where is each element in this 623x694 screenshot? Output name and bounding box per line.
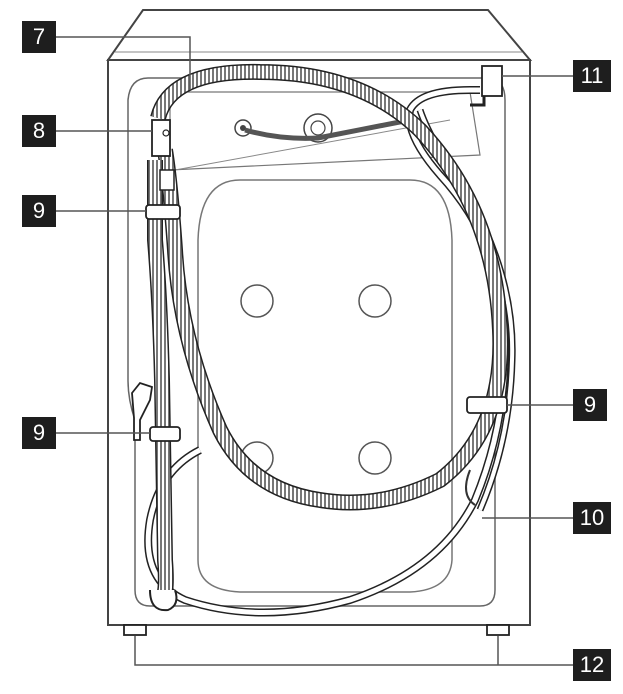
rear-cover-plate [197,179,453,593]
drain-hose [150,63,509,511]
hose-guide-clip [159,169,175,191]
leader-lines [56,36,573,666]
leader-7 [56,36,191,90]
hose-clip-lower-left [149,426,181,442]
inlet-hose-loop [465,469,476,506]
inlet-valve-connector [481,65,503,97]
leader-12 [134,636,573,666]
inlet-valve-elbow [470,96,486,107]
hose-clip-right [466,396,508,414]
bolt-hole-bottom-right [358,441,392,475]
hose-clip-upper-left [145,204,181,220]
upper-fitting-left-inner [240,125,246,131]
callout-11: 11 [573,60,611,92]
callout-7: 7 [22,21,56,53]
callout-8: 8 [22,115,56,147]
upper-fitting-center-inner [310,120,326,136]
callout-10: 10 [573,502,611,534]
bolt-hole-top-left [240,284,274,318]
callout-9: 9 [573,389,607,421]
foot-left [123,624,147,636]
foot-right [486,624,510,636]
upper-inlet-pipe [244,117,411,141]
hose-hook-screw [162,129,170,137]
pump-nozzle [131,381,154,441]
rear-panel-outline [127,77,506,607]
drain-hose-end [149,589,178,612]
callout-9: 9 [22,195,56,227]
bolt-hole-top-right [358,284,392,318]
hose-hook-bracket [151,119,171,157]
callout-12: 12 [573,649,611,681]
panel-diagonal [174,119,451,171]
inlet-hose [144,86,510,617]
callout-9: 9 [22,417,56,449]
